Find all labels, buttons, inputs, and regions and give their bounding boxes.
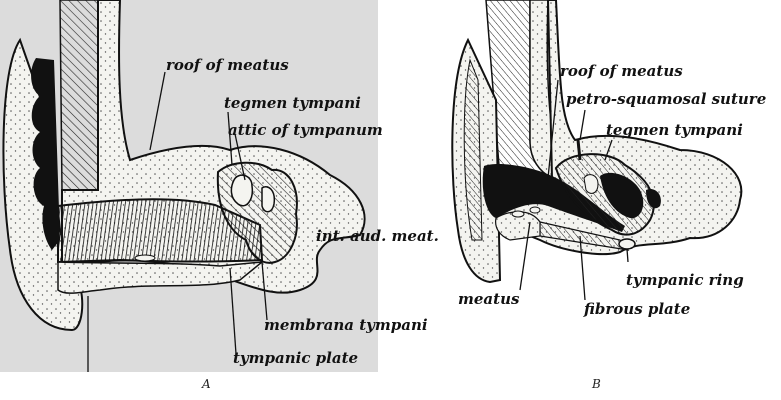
label-fibrous-plate-b: fibrous plate bbox=[584, 302, 690, 317]
label-tegmen-tympani-b: tegmen tympani bbox=[606, 123, 743, 138]
leader-petro-squamosal-b bbox=[580, 110, 585, 140]
label-attic-of-tympanum-a: attic of tympanum bbox=[228, 123, 383, 138]
label-int-aud-meat-a: int. aud. meat. bbox=[316, 229, 439, 244]
meatus-oval-b-2 bbox=[530, 207, 540, 213]
meatus-floor-oval-a bbox=[135, 255, 155, 261]
label-petro-squamosal-suture-b: petro-squamosal suture bbox=[566, 92, 766, 107]
caption-a: A bbox=[202, 378, 211, 390]
tympanic-ring-shape-b bbox=[619, 239, 635, 249]
skin-a bbox=[60, 0, 100, 190]
caption-b: B bbox=[592, 378, 601, 390]
suture-line-b bbox=[578, 140, 580, 160]
label-tympanic-ring-b: tympanic ring bbox=[626, 273, 744, 288]
label-tympanic-plate-a: tympanic plate bbox=[233, 351, 358, 366]
meatus-oval-b bbox=[512, 211, 524, 217]
label-roof-of-meatus-a: roof of meatus bbox=[166, 58, 289, 73]
label-meatus-b: meatus bbox=[458, 292, 519, 307]
label-membrana-tympani-a: membrana tympani bbox=[264, 318, 428, 333]
label-tegmen-tympani-a: tegmen tympani bbox=[224, 96, 361, 111]
label-roof-of-meatus-b: roof of meatus bbox=[560, 64, 683, 79]
leader-tympanic-ring-b bbox=[627, 249, 628, 262]
cavity-light-b bbox=[584, 175, 598, 194]
panel-b bbox=[452, 0, 741, 300]
